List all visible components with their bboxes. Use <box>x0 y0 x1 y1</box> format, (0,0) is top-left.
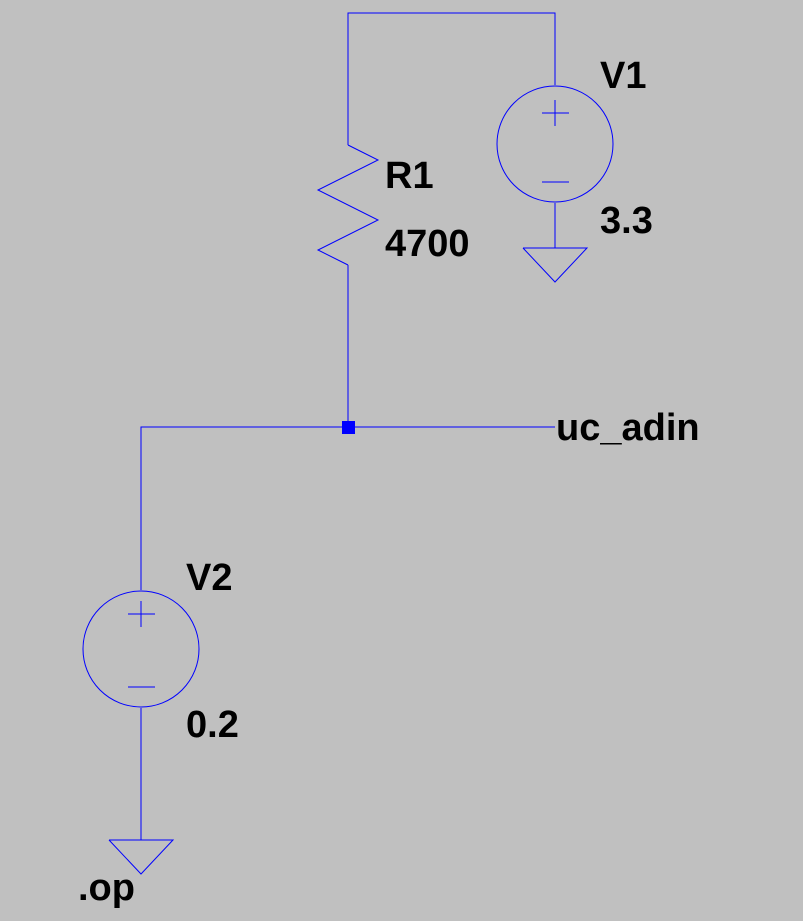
source-circle-icon <box>496 85 614 203</box>
ground-icon <box>522 247 589 283</box>
net-label-uc-adin[interactable]: uc_adin <box>556 407 700 449</box>
spice-directive[interactable]: .op <box>78 867 135 909</box>
v2-value-label[interactable]: 0.2 <box>186 704 239 746</box>
wire-node-to-v2[interactable] <box>140 426 348 590</box>
wires <box>140 12 556 840</box>
v1-value-label[interactable]: 3.3 <box>600 200 653 242</box>
voltage-source-v2[interactable] <box>82 590 200 708</box>
ground-icon <box>108 839 175 875</box>
resistor-r1[interactable] <box>316 144 380 266</box>
source-circle-icon <box>82 590 200 708</box>
r1-ref-label[interactable]: R1 <box>385 155 434 197</box>
resistor-zigzag-icon <box>316 144 380 266</box>
v1-ref-label[interactable]: V1 <box>600 55 646 97</box>
junction-dot[interactable] <box>342 421 355 434</box>
ground-v2[interactable] <box>108 839 175 875</box>
r1-value-label[interactable]: 4700 <box>385 223 470 265</box>
wire-top-loop[interactable] <box>347 12 556 145</box>
v2-ref-label[interactable]: V2 <box>186 557 232 599</box>
voltage-source-v1[interactable] <box>496 85 614 203</box>
ground-v1[interactable] <box>522 247 589 283</box>
